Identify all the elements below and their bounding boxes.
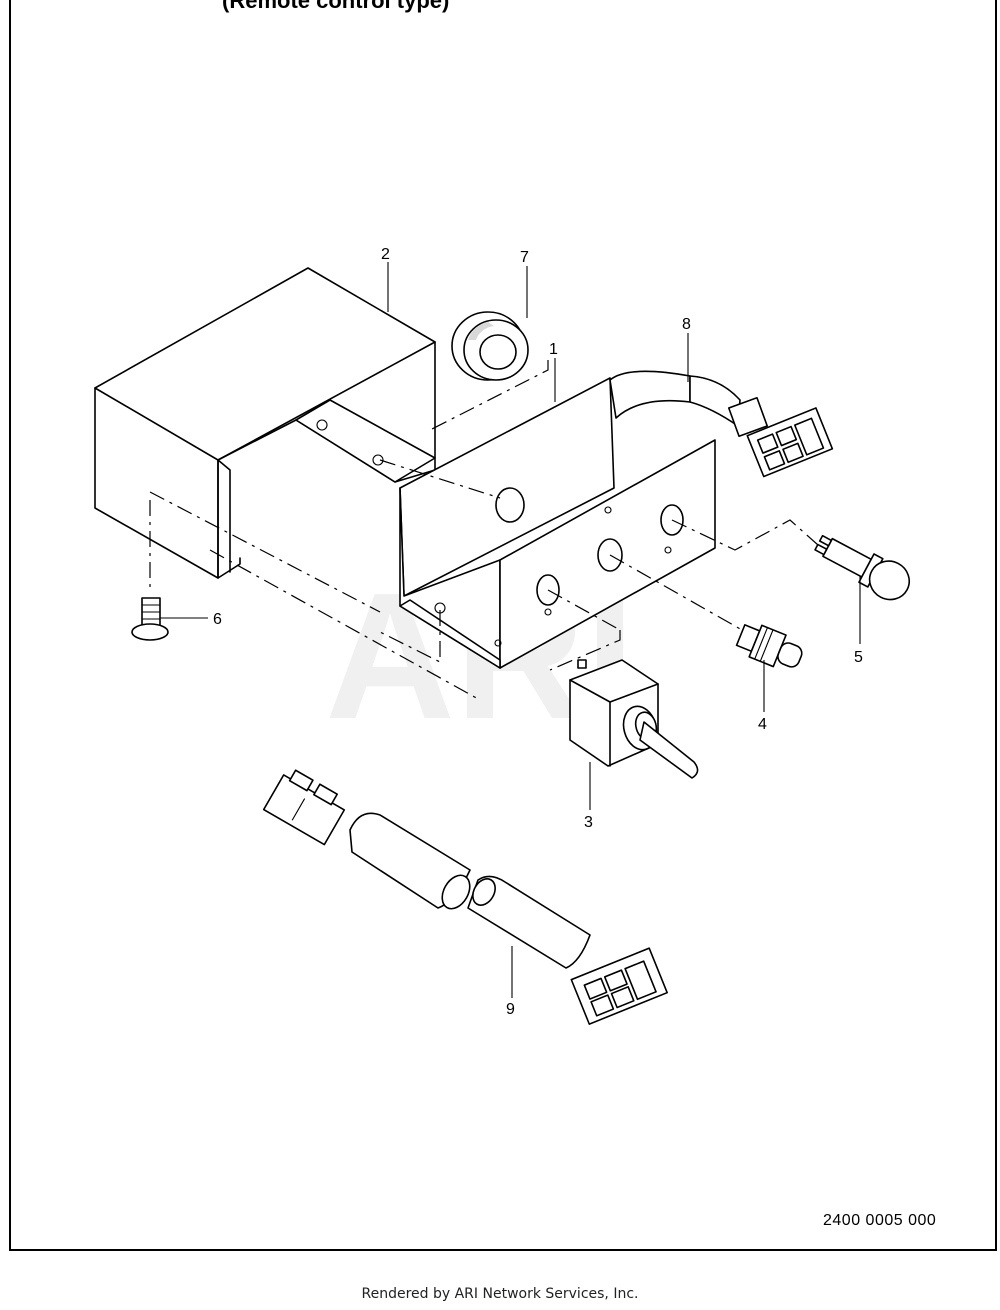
drawing-number: 2400 0005 000	[823, 1212, 937, 1229]
diagram-frame	[9, 0, 997, 1251]
callout-5: 5	[854, 649, 863, 666]
callout-6: 6	[213, 611, 222, 628]
callout-2: 2	[381, 246, 390, 263]
part-3-toggle-switch[interactable]	[569, 659, 699, 779]
callout-labels: 2 7 1 8 5 4 3 6 9	[213, 246, 863, 1018]
part-7-grommet[interactable]	[451, 311, 529, 381]
leader-lines	[160, 262, 861, 998]
parts-diagram: ARI	[94, 246, 916, 1025]
part-1-panel[interactable]	[399, 377, 716, 669]
diagram-title: (Remote control type)	[222, 0, 450, 13]
part-4-push-button[interactable]	[734, 619, 806, 674]
part-2-cover[interactable]	[94, 267, 436, 579]
callout-1: 1	[549, 341, 558, 358]
callout-4: 4	[758, 716, 767, 733]
part-8-harness[interactable]	[609, 370, 834, 478]
part-9-extension-harness[interactable]	[262, 766, 668, 1025]
callout-3: 3	[584, 814, 593, 831]
part-6-screw[interactable]	[131, 597, 169, 641]
callout-8: 8	[682, 316, 691, 333]
callout-9: 9	[506, 1001, 515, 1018]
rendered-by-footer: Rendered by ARI Network Services, Inc.	[361, 1286, 639, 1302]
part-5-pilot-lamp[interactable]	[810, 526, 916, 606]
assembly-lines	[149, 360, 819, 701]
callout-7: 7	[520, 249, 529, 266]
